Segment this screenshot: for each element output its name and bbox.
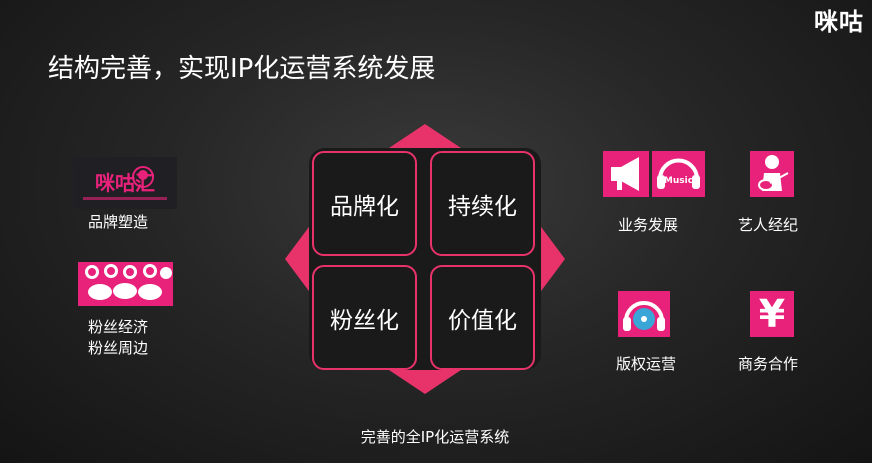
artist-label: 艺人经纪 (738, 216, 799, 234)
music-icon-text: Music (664, 176, 693, 186)
yuan-symbol: ¥ (758, 292, 786, 336)
ip-operation-diagram: 品牌化 持续化 粉丝化 价值化 (285, 124, 565, 394)
business-label: 业务发展 (618, 216, 679, 234)
quadrant-branding: 品牌化 (312, 151, 417, 256)
migu-logo: 咪咕 (814, 8, 864, 36)
yuan-icon: ¥ (750, 291, 794, 337)
headphones-disc-icon (618, 291, 670, 337)
megaphone-icon (603, 151, 649, 197)
quadrant-fans: 粉丝化 (312, 265, 417, 370)
copyright-label: 版权运营 (616, 355, 677, 373)
fans-badge (78, 262, 173, 306)
fans-crowd-icon (78, 262, 173, 306)
guitarist-icon (750, 151, 794, 197)
quadrant-sustainability: 持续化 (430, 151, 535, 256)
brand-label: 品牌塑造 (88, 213, 149, 231)
quadrant-value: 价值化 (430, 265, 535, 370)
miguhui-brand-badge: 咪咕汇 (73, 157, 177, 209)
miguhui-logo-icon: 咪咕汇 (73, 157, 177, 209)
page-title: 结构完善，实现IP化运营系统发展 (48, 54, 436, 84)
music-headphones-icon: Music (652, 151, 705, 197)
miguhui-badge-text: 咪咕汇 (95, 171, 155, 195)
diagram-caption: 完善的全IP化运营系统 (360, 428, 510, 446)
fans-merch-label: 粉丝周边 (88, 339, 149, 357)
commerce-label: 商务合作 (738, 355, 799, 373)
fans-economy-label: 粉丝经济 (88, 318, 149, 336)
